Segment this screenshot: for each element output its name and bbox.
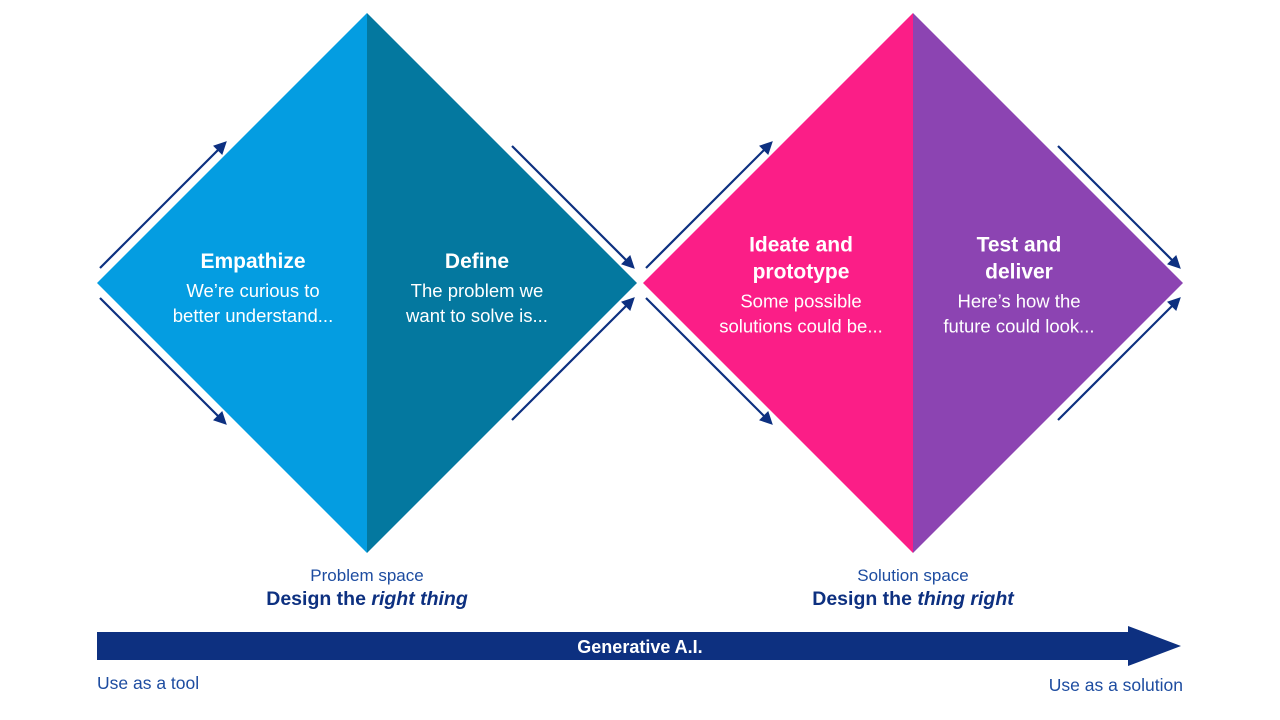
test-subtitle-line-1: Here’s how the xyxy=(957,290,1081,312)
ideate-title: Ideate and prototype xyxy=(686,232,916,286)
ideate-title-line-1: Ideate and xyxy=(749,233,853,257)
design-right-thing-italic: right thing xyxy=(371,588,468,610)
define-subtitle: The problem we want to solve is... xyxy=(362,278,592,328)
test-text-block: Test and deliver Here’s how the future c… xyxy=(904,232,1134,339)
design-right-thing-prefix: Design the xyxy=(266,588,372,610)
define-title: Define xyxy=(362,248,592,275)
problem-space-label: Problem space xyxy=(310,566,424,585)
ideate-title-line-2: prototype xyxy=(752,260,850,284)
test-title: Test and deliver xyxy=(904,232,1134,286)
solution-space-label: Solution space xyxy=(857,566,969,585)
define-text-block: Define The problem we want to solve is..… xyxy=(362,248,592,328)
test-title-line-1: Test and xyxy=(976,233,1062,257)
empathize-title: Empathize xyxy=(138,248,368,275)
use-as-solution-caption: Use as a solution xyxy=(1048,675,1183,695)
design-thing-right-prefix: Design the xyxy=(812,588,918,610)
ideate-text-block: Ideate and prototype Some possible solut… xyxy=(686,232,916,339)
empathize-subtitle-line-1: We’re curious to xyxy=(186,280,320,301)
generative-ai-arrow-bar xyxy=(97,626,1181,666)
test-subtitle: Here’s how the future could look... xyxy=(904,289,1134,339)
ideate-subtitle: Some possible solutions could be... xyxy=(686,289,916,339)
generative-ai-label: Generative A.I. xyxy=(577,637,702,657)
test-title-line-2: deliver xyxy=(985,260,1053,284)
define-subtitle-line-1: The problem we xyxy=(410,280,544,301)
design-thing-right-label: Design the thing right xyxy=(812,588,1014,611)
use-as-tool-caption: Use as a tool xyxy=(97,673,200,693)
ideate-subtitle-line-2: solutions could be... xyxy=(719,315,883,337)
design-right-thing-label: Design the right thing xyxy=(266,588,468,611)
define-subtitle-line-2: want to solve is... xyxy=(406,305,548,326)
ideate-subtitle-line-1: Some possible xyxy=(740,290,862,312)
empathize-text-block: Empathize We’re curious to better unders… xyxy=(138,248,368,328)
empathize-subtitle-line-2: better understand... xyxy=(172,305,334,326)
empathize-subtitle: We’re curious to better understand... xyxy=(138,278,368,328)
empathize-title-line: Empathize xyxy=(200,250,306,273)
define-title-line: Define xyxy=(444,250,510,273)
design-thing-right-italic: thing right xyxy=(917,588,1014,610)
test-subtitle-line-2: future could look... xyxy=(943,315,1095,337)
